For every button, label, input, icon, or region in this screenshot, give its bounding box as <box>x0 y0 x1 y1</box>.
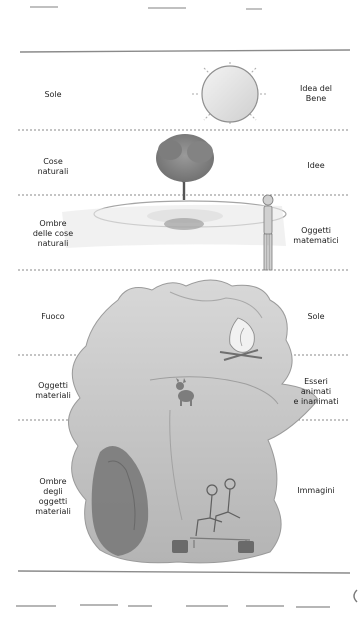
label-fuoco: Fuoco <box>22 312 84 322</box>
edge-mark <box>354 590 357 602</box>
top-rule-fragments <box>30 7 262 9</box>
bottom-rule-fragments <box>16 605 330 607</box>
sun-icon <box>192 62 268 126</box>
top-frame-line <box>20 50 350 52</box>
bottom-frame-line <box>18 571 350 573</box>
label-sole-left: Sole <box>22 90 84 100</box>
box-left <box>172 540 188 553</box>
label-esseri-animati: Esseri animati e inanimati <box>286 377 346 407</box>
label-oggetti-matematici: Oggetti matematici <box>286 226 346 246</box>
label-sole-right: Sole <box>286 312 346 322</box>
label-ombre-oggetti-materiali: Ombre degli oggetti materiali <box>22 477 84 517</box>
label-oggetti-materiali: Oggetti materiali <box>22 381 84 401</box>
label-idea-del-bene: Idea del Bene <box>286 84 346 104</box>
box-right <box>238 541 254 553</box>
label-ombre-cose-naturali: Ombre delle cose naturali <box>22 219 84 249</box>
label-idee: Idee <box>286 161 346 171</box>
standing-figure-icon <box>263 195 273 270</box>
label-immagini: Immagini <box>286 486 346 496</box>
label-cose-naturali: Cose naturali <box>22 157 84 177</box>
